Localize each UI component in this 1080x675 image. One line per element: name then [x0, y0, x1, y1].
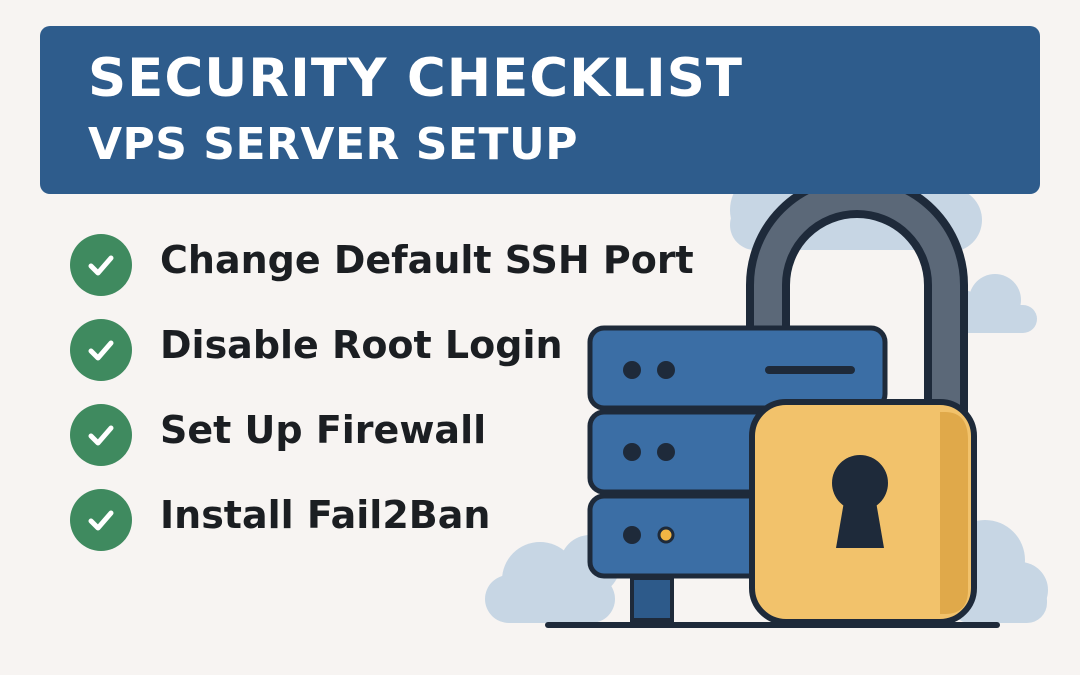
page-subtitle: VPS SERVER SETUP — [88, 119, 578, 170]
security-checklist: Change Default SSH Port Disable Root Log… — [70, 234, 694, 574]
title-banner: SECURITY CHECKLIST VPS SERVER SETUP — [40, 26, 1040, 194]
checklist-item: Disable Root Login — [70, 319, 694, 404]
checklist-item-label: Change Default SSH Port — [160, 238, 694, 282]
cloud-icon — [485, 535, 620, 623]
checklist-item: Set Up Firewall — [70, 404, 694, 489]
checklist-item-label: Disable Root Login — [160, 323, 563, 367]
padlock-icon — [749, 399, 977, 625]
page-title: SECURITY CHECKLIST — [88, 48, 744, 109]
checklist-item-label: Install Fail2Ban — [160, 493, 491, 537]
checklist-item: Install Fail2Ban — [70, 489, 694, 574]
check-circle-icon — [70, 234, 132, 296]
keyhole-icon — [832, 455, 888, 548]
check-circle-icon — [70, 319, 132, 381]
server-padlock-illustration — [485, 118, 1048, 628]
checklist-item: Change Default SSH Port — [70, 234, 694, 319]
check-circle-icon — [70, 489, 132, 551]
check-circle-icon — [70, 404, 132, 466]
checklist-item-label: Set Up Firewall — [160, 408, 487, 452]
